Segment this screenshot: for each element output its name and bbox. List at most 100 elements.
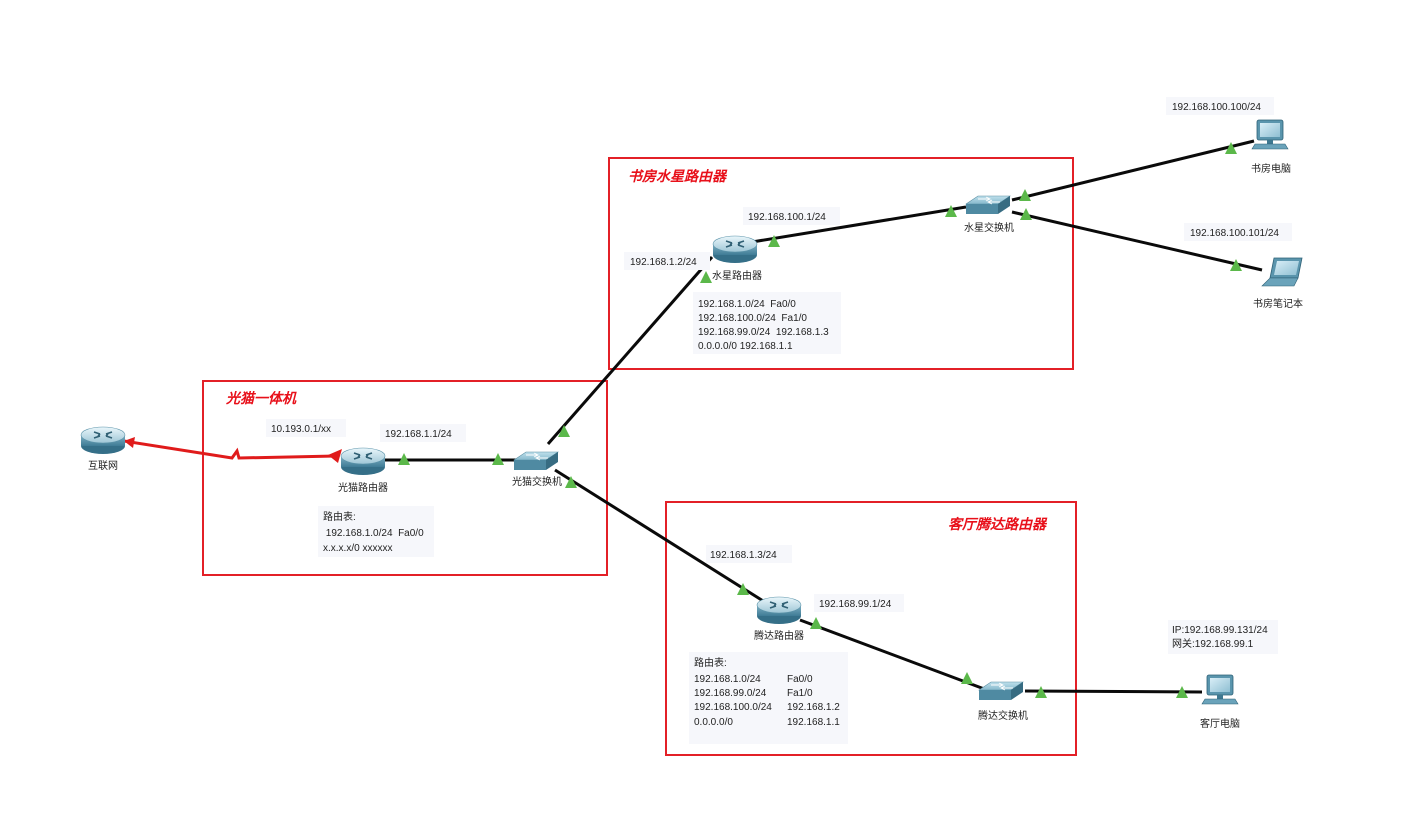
device-label-tenda-switch: 腾达交换机	[978, 709, 1028, 722]
port-indicator-mercury-lan	[768, 235, 780, 247]
port-indicator-study-pc	[1225, 142, 1237, 154]
link-switch-mercury[interactable]	[546, 256, 714, 445]
pc-icon	[1201, 674, 1239, 705]
link-mercsw-laptop[interactable]	[1011, 210, 1263, 272]
link-mercsw-pc[interactable]	[1011, 139, 1255, 202]
ip-label-study-laptop: 192.168.100.101/24	[1190, 228, 1279, 239]
port-indicator-modem-switch	[492, 453, 504, 465]
mercury-router-device[interactable]: 水星路由器	[712, 235, 762, 282]
routing-table-mercury: 192.168.1.0/24 Fa0/0 192.168.100.0/24 Fa…	[693, 292, 841, 354]
ip-label-bg	[380, 424, 466, 442]
ip-label-mercury-lan: 192.168.100.1/24	[748, 212, 826, 223]
routing-table-row: 0.0.0.0/0 192.168.1.1	[698, 341, 793, 352]
ip-label-tenda-wan: 192.168.1.3/24	[710, 550, 777, 561]
link-tenda-switch[interactable]	[799, 618, 988, 692]
port-indicator-tendasw-right	[1035, 686, 1047, 698]
ip-label-study-pc: 192.168.100.100/24	[1172, 102, 1261, 113]
mercury-switch-device[interactable]: 水星交换机	[964, 195, 1014, 234]
study-laptop-device[interactable]: 书房笔记本	[1253, 257, 1303, 310]
ip-label-bg	[1168, 620, 1278, 654]
routing-table-net: 192.168.99.0/24	[694, 688, 767, 699]
routing-table-net: 192.168.1.0/24	[694, 674, 761, 685]
router-icon	[340, 447, 386, 476]
zone-box-modem	[202, 380, 608, 576]
link-tendasw-pc[interactable]	[1024, 689, 1203, 694]
port-indicator-living-pc	[1176, 686, 1188, 698]
device-label-study-pc: 书房电脑	[1251, 162, 1291, 175]
router-icon	[80, 426, 126, 455]
ip-label-modem-lan: 192.168.1.1/24	[385, 429, 452, 440]
routing-table-net: 0.0.0.0/0	[694, 717, 733, 728]
routing-table-via: 192.168.1.2	[787, 702, 840, 713]
routing-table-row: 192.168.99.0/24 192.168.1.3	[698, 327, 829, 338]
router-icon	[756, 596, 802, 625]
routing-table-via: Fa0/0	[787, 674, 813, 685]
tenda-switch-device[interactable]: 腾达交换机	[978, 681, 1028, 722]
routing-table-row: 192.168.1.0/24 Fa0/0	[323, 528, 424, 539]
modem-router-device[interactable]: 光猫路由器	[338, 447, 388, 494]
ip-label-bg	[814, 594, 904, 612]
tenda-router-device[interactable]: 腾达路由器	[754, 596, 804, 642]
routing-table-via: Fa1/0	[787, 688, 813, 699]
study-pc-device[interactable]: 书房电脑	[1251, 119, 1291, 175]
zone-title-study: 书房水星路由器	[628, 168, 728, 185]
pc-icon	[1251, 119, 1289, 150]
gateway-label-living-pc: 网关:192.168.99.1	[1172, 637, 1254, 650]
ip-label-bg	[706, 545, 792, 563]
port-indicator-tendasw-left	[961, 672, 973, 684]
routing-table-modem: 路由表: 192.168.1.0/24 Fa0/0 x.x.x.x/0 xxxx…	[318, 506, 434, 557]
switch-icon	[513, 451, 559, 471]
device-label-mercury-switch: 水星交换机	[964, 221, 1014, 234]
router-icon	[712, 235, 758, 264]
link-internet-modem[interactable]	[123, 439, 337, 460]
device-label-internet: 互联网	[88, 460, 118, 472]
zone-title-living: 客厅腾达路由器	[948, 516, 1048, 533]
device-label-modem-switch: 光猫交换机	[512, 475, 562, 488]
port-indicator-tenda-lan	[810, 617, 822, 629]
port-indicator-study-laptop	[1230, 259, 1242, 271]
port-indicator-modem-wan	[328, 449, 342, 463]
routing-table-row: x.x.x.x/0 xxxxxx	[323, 543, 392, 554]
ip-label-bg	[266, 419, 346, 437]
port-indicator-mercury-wan	[700, 271, 712, 283]
ip-label-bg	[1166, 97, 1274, 115]
port-indicator-mercsw-left	[945, 205, 957, 217]
link-mercury-switch[interactable]	[751, 205, 967, 244]
routing-table-row: 192.168.100.0/24 Fa1/0	[698, 313, 807, 324]
ip-label-tenda-lan: 192.168.99.1/24	[819, 599, 892, 610]
port-indicator-tenda-wan	[737, 583, 749, 595]
ip-label-wan: 10.193.0.1/xx	[271, 424, 331, 435]
ip-label-mercury-wan: 192.168.1.2/24	[630, 257, 697, 268]
ip-label-bg	[743, 207, 840, 225]
ip-label-living-pc: IP:192.168.99.131/24	[1172, 625, 1268, 636]
port-indicator-internet	[124, 437, 135, 448]
switch-icon	[965, 195, 1011, 215]
port-indicator-switch-down	[565, 476, 577, 488]
routing-table-header: 路由表:	[323, 510, 356, 523]
internet-device[interactable]: 互联网	[80, 426, 126, 472]
routing-table-tenda: 路由表: 192.168.1.0/24 Fa0/0 192.168.99.0/2…	[689, 652, 848, 744]
zone-box-living	[665, 501, 1077, 756]
living-pc-device[interactable]: 客厅电脑	[1200, 674, 1240, 730]
modem-switch-device[interactable]: 光猫交换机	[512, 451, 562, 488]
port-indicator-switch-up	[558, 425, 570, 437]
device-label-modem-router: 光猫路由器	[338, 481, 388, 494]
zone-title-modem: 光猫一体机	[225, 390, 297, 407]
switch-icon	[978, 681, 1024, 701]
ip-label-bg	[624, 252, 710, 270]
device-label-tenda-router: 腾达路由器	[754, 629, 804, 642]
laptop-icon	[1261, 257, 1303, 287]
ip-label-bg	[1184, 223, 1292, 241]
device-label-study-laptop: 书房笔记本	[1253, 297, 1303, 310]
routing-table-row: 192.168.1.0/24 Fa0/0	[698, 299, 796, 310]
routing-table-header: 路由表:	[694, 656, 727, 669]
port-indicator-mercsw-top	[1019, 189, 1031, 201]
routing-table-net: 192.168.100.0/24	[694, 702, 772, 713]
port-indicator-modem-lan	[398, 453, 410, 465]
zone-box-study	[608, 157, 1074, 370]
routing-table-via: 192.168.1.1	[787, 717, 840, 728]
port-indicator-mercsw-bottom	[1020, 208, 1032, 220]
device-label-mercury-router: 水星路由器	[712, 269, 762, 282]
link-switch-tenda[interactable]	[554, 468, 769, 606]
